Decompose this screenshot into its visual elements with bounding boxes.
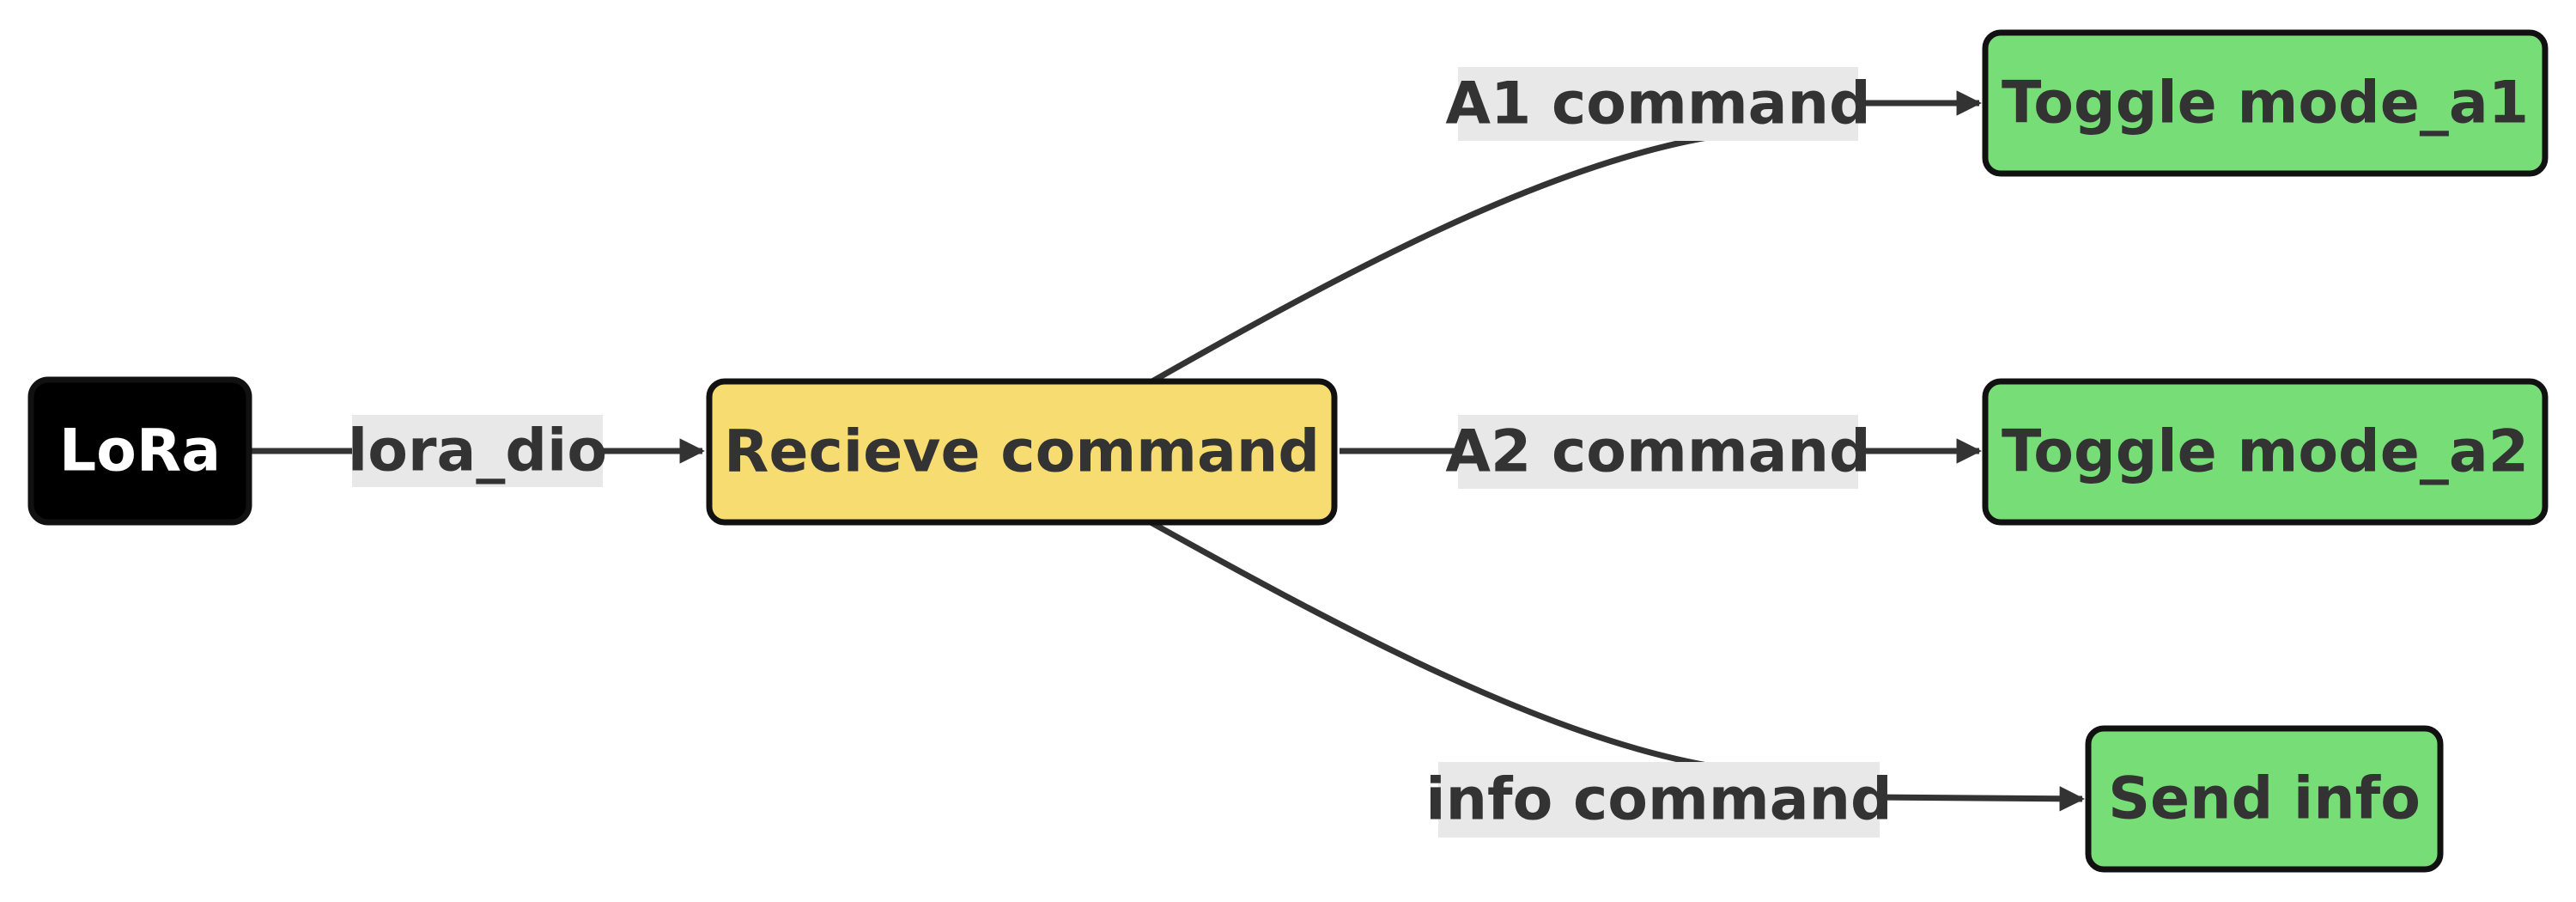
node-toggle-mode-a1-label: Toggle mode_a1	[2002, 70, 2529, 137]
node-lora[interactable]: LoRa	[27, 376, 252, 526]
node-send-info-label: Send info	[2108, 765, 2421, 833]
node-receive-command[interactable]: Recieve command	[706, 378, 1338, 526]
node-send-info[interactable]: Send info	[2085, 725, 2444, 873]
edge-label-a1-command: A1 command	[1445, 67, 1871, 141]
edge-label-a2-command: A2 command	[1445, 415, 1871, 489]
svg-text:A2 command: A2 command	[1445, 418, 1870, 486]
edge-label-lora-dio: lora_dio	[348, 415, 607, 487]
node-toggle-mode-a2[interactable]: Toggle mode_a2	[1982, 378, 2549, 526]
node-lora-box	[27, 376, 252, 526]
edge-label-info-command: info command	[1425, 762, 1893, 838]
node-toggle-mode-a1-box	[1982, 29, 2549, 177]
node-lora-label: LoRa	[59, 417, 221, 485]
node-toggle-mode-a1[interactable]: Toggle mode_a1	[1982, 29, 2549, 177]
edge-receive-to-info	[1149, 519, 2085, 812]
node-toggle-mode-a2-label: Toggle mode_a2	[2002, 418, 2529, 486]
node-receive-command-box	[706, 378, 1338, 526]
node-send-info-box	[2085, 725, 2444, 873]
svg-text:lora_dio: lora_dio	[348, 417, 607, 485]
svg-text:A1 command: A1 command	[1445, 70, 1870, 138]
node-toggle-mode-a2-box	[1982, 378, 2549, 526]
node-receive-command-label: Recieve command	[724, 418, 1320, 486]
svg-text:info command: info command	[1425, 766, 1892, 834]
edge-receive-to-mode-a1	[1149, 90, 1982, 386]
